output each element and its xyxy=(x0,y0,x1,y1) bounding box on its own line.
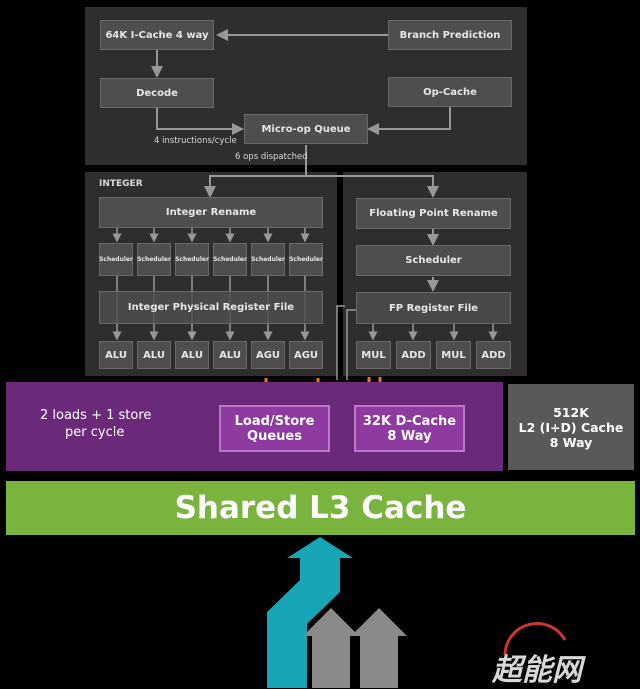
watermark-logo: 超能网 xyxy=(492,653,582,688)
lsq-line1: Load/Store xyxy=(234,413,315,429)
l2-cache-box: 512K L2 (I+D) Cache 8 Way xyxy=(508,384,634,470)
wire-decode-to-queue xyxy=(156,107,244,135)
dcache-line2: 8 Way xyxy=(387,428,432,444)
int-register-file-box: Integer Physical Register File xyxy=(99,291,323,324)
int-scheduler-4: Scheduler xyxy=(213,243,247,276)
int-unit-agu-1: AGU xyxy=(251,341,285,369)
ops-dispatched-label: 6 ops dispatched xyxy=(235,152,308,162)
l2-line3: 8 Way xyxy=(549,434,593,450)
d-cache-box: 32K D-Cache 8 Way xyxy=(354,405,465,452)
wire-queue-to-int xyxy=(204,145,307,198)
fp-unit-add-2: ADD xyxy=(476,341,511,369)
l2-line1: 512K xyxy=(553,404,589,420)
int-unit-agu-2: AGU xyxy=(289,341,323,369)
int-unit-alu-2: ALU xyxy=(137,341,171,369)
speedometer-icon xyxy=(503,622,567,656)
int-unit-alu-1: ALU xyxy=(99,341,133,369)
icache-box: 64K I-Cache 4 way xyxy=(100,20,214,50)
load-store-queues-box: Load/Store Queues xyxy=(219,405,330,452)
fp-rename-box: Floating Point Rename xyxy=(356,198,511,229)
int-unit-alu-4: ALU xyxy=(213,341,247,369)
lsq-line2: Queues xyxy=(247,428,302,444)
int-scheduler-3: Scheduler xyxy=(175,243,209,276)
int-scheduler-6: Scheduler xyxy=(289,243,323,276)
wire-queue-to-fp xyxy=(306,175,439,198)
int-unit-alu-3: ALU xyxy=(175,341,209,369)
integer-rename-box: Integer Rename xyxy=(99,197,323,228)
shared-l3-cache-bar: Shared L3 Cache xyxy=(6,481,635,535)
dcache-line1: 32K D-Cache xyxy=(362,413,457,429)
loads-per-cycle-line1: 2 loads + 1 store xyxy=(40,408,152,423)
fp-register-file-box: FP Register File xyxy=(356,292,511,324)
instructions-per-cycle-label: 4 instructions/cycle xyxy=(154,136,237,146)
fp-unit-mul-1: MUL xyxy=(356,341,391,369)
micro-op-queue-box: Micro-op Queue xyxy=(244,114,368,144)
grey-arrow-2 xyxy=(351,608,407,688)
int-scheduler-1: Scheduler xyxy=(99,243,133,276)
fp-unit-add-1: ADD xyxy=(396,341,431,369)
op-cache-box: Op-Cache xyxy=(388,77,512,107)
decode-box: Decode xyxy=(100,78,214,108)
int-scheduler-5: Scheduler xyxy=(251,243,285,276)
wire-opcache-to-queue xyxy=(367,107,451,135)
loads-per-cycle-line2: per cycle xyxy=(65,425,125,440)
l2-line2: L2 (I+D) Cache xyxy=(518,419,624,435)
integer-title: INTEGER xyxy=(99,179,143,189)
grey-arrow-1 xyxy=(303,608,359,688)
teal-arrow xyxy=(267,537,353,688)
int-scheduler-2: Scheduler xyxy=(137,243,171,276)
fp-unit-mul-2: MUL xyxy=(436,341,471,369)
fp-scheduler-box: Scheduler xyxy=(356,245,511,276)
branch-prediction-box: Branch Prediction xyxy=(388,20,512,50)
